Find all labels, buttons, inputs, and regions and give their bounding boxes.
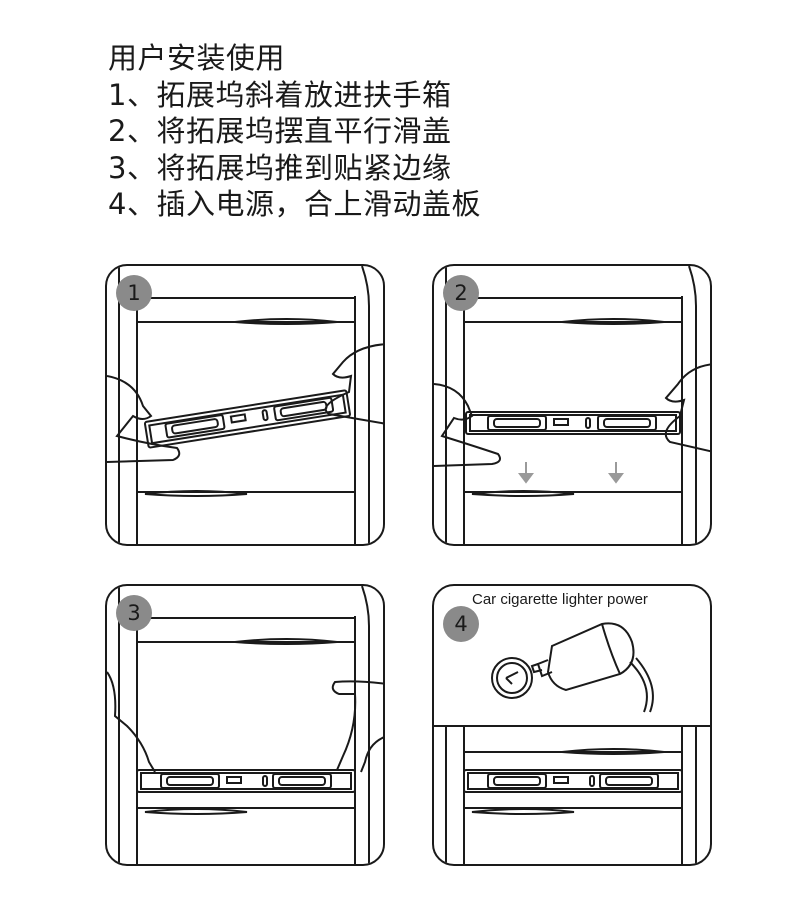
step-2-illustration — [434, 266, 710, 544]
instructions-heading: 用户安装使用 — [108, 41, 286, 75]
step-2-panel: 2 — [432, 264, 712, 546]
step-4-badge: 4 — [443, 606, 479, 642]
step-3-text: 3、将拓展坞推到贴紧边缘 — [108, 150, 452, 185]
step-3-badge: 3 — [116, 595, 152, 631]
step-1-text: 1、拓展坞斜着放进扶手箱 — [108, 77, 452, 112]
step-4-caption: Car cigarette lighter power — [472, 591, 648, 608]
step-4-text: 4、插入电源，合上滑动盖板 — [108, 187, 481, 221]
step-3-panel: 3 — [105, 584, 385, 866]
step-3-illustration — [107, 586, 383, 864]
step-2-text: 2、将拓展坞摆直平行滑盖 — [108, 114, 452, 148]
lighter-socket-icon — [491, 657, 533, 699]
step-1-badge: 1 — [116, 275, 152, 311]
instructions: 用户安装使用 1、拓展坞斜着放进扶手箱 2、将拓展坞摆直平行滑盖 3、将拓展坞推… — [108, 40, 481, 223]
step-4-panel: 4 Car cigarette lighter power — [432, 584, 712, 866]
step-2-badge: 2 — [443, 275, 479, 311]
step-1-panel: 1 — [105, 264, 385, 546]
power-plug-icon — [546, 622, 635, 692]
step-1-illustration — [107, 266, 383, 544]
step-4-illustration — [434, 622, 710, 864]
